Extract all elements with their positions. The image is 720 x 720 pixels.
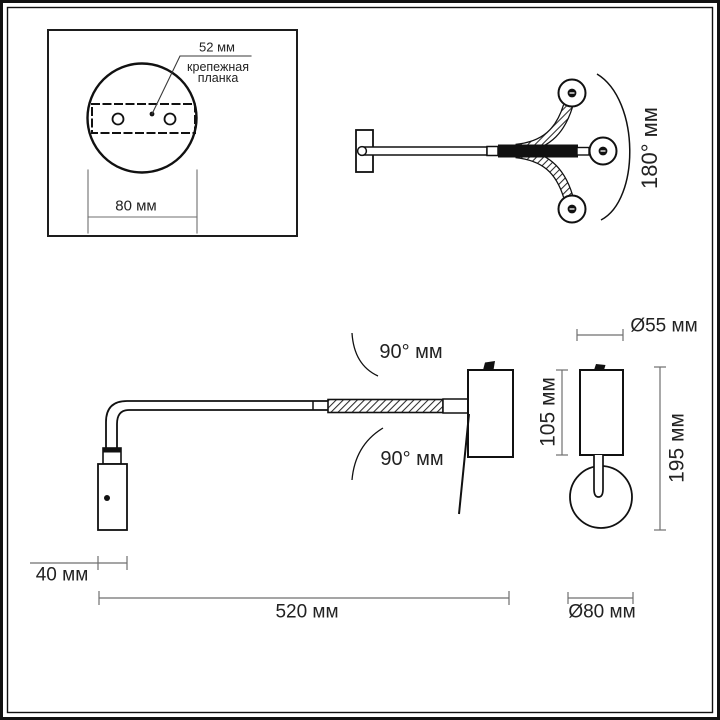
arm-inner-edge xyxy=(116,409,443,449)
bracket-label-line1: крепежная xyxy=(187,59,249,74)
dim-text-195mm: 195 мм xyxy=(665,413,689,483)
callout-leader-line xyxy=(151,55,252,115)
mounting-bracket-dashed xyxy=(91,103,196,134)
arc-90-down xyxy=(351,427,384,481)
arc-90-up xyxy=(351,332,379,377)
dim-text-180deg: 180° мм xyxy=(637,107,662,189)
lamp-head-side xyxy=(97,463,128,531)
bracket-label-line2: планка xyxy=(197,70,239,85)
dim-text-90deg-up: 90° мм xyxy=(379,341,443,363)
dim-text-105mm: 105 мм xyxy=(536,377,560,447)
head-neck-band xyxy=(103,448,121,453)
dimension-lines xyxy=(30,329,666,605)
dim-text-80mm: 80 мм xyxy=(115,197,157,215)
arm-to-mount-connector xyxy=(442,398,469,414)
dim-text-90deg-down: 90° мм xyxy=(380,448,444,470)
dim-text-d55mm: Ø55 мм xyxy=(630,315,698,337)
wall-mount-body xyxy=(467,369,514,458)
bulb-stem xyxy=(593,455,604,498)
inner-frame xyxy=(6,6,714,714)
dim-text-520mm: 520 мм xyxy=(275,601,339,623)
arc-180 xyxy=(596,73,631,221)
flex-sleeve-side xyxy=(327,398,444,414)
mount-switch xyxy=(483,361,495,370)
lamp-head-center-position xyxy=(588,136,618,166)
lamp-body-front xyxy=(579,369,624,456)
arm-shaft-top xyxy=(361,146,488,156)
dim-text-d80mm: Ø80 мм xyxy=(568,601,636,623)
arm-joint xyxy=(486,145,499,157)
side-view xyxy=(97,332,514,531)
mounting-plate-circle xyxy=(86,62,198,174)
mounting-hole-left xyxy=(111,112,125,126)
head-button xyxy=(104,495,110,501)
shaft-pivot xyxy=(356,145,368,157)
top-view xyxy=(355,73,631,224)
head-stub xyxy=(576,146,590,156)
mount-cable-line xyxy=(458,413,470,515)
front-view xyxy=(569,364,633,529)
lamp-head-up-position xyxy=(557,78,587,108)
mounting-hole-right xyxy=(163,112,177,126)
mounting-plate-detail-view xyxy=(47,29,298,237)
arm-outer-edge xyxy=(105,400,443,449)
flex-sleeve-straight xyxy=(498,144,578,158)
callout-value-52mm: 52 мм xyxy=(199,39,235,55)
lamp-head-down-position xyxy=(557,194,587,224)
body-switch xyxy=(594,364,606,370)
dim-text-40mm: 40 мм xyxy=(35,564,89,586)
